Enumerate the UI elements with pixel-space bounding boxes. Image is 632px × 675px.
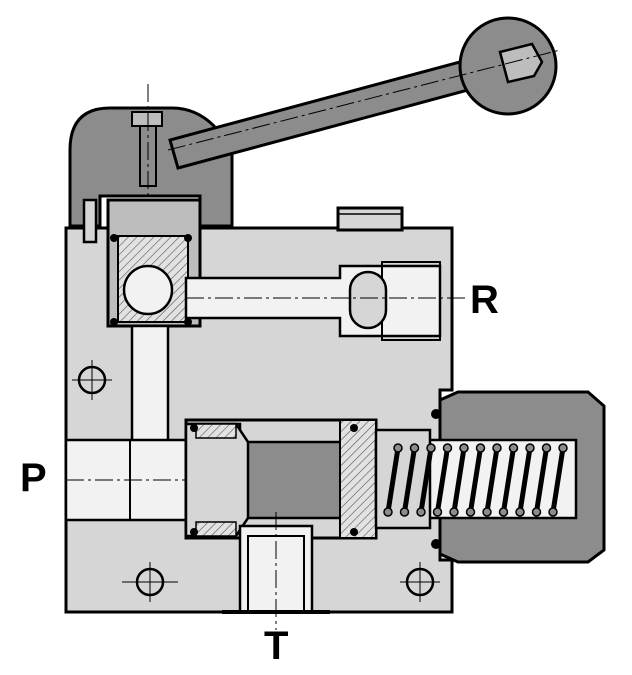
spring-coil [451, 445, 467, 515]
mounting-hole-top-left [72, 360, 112, 400]
spring-coil [501, 445, 516, 515]
spring-coil-top [475, 443, 486, 453]
spring-coil-bottom [399, 507, 410, 517]
selector-cartridge [106, 198, 202, 328]
spring-coil [402, 445, 417, 515]
spring-coil-bottom [531, 507, 542, 517]
spring-coil [484, 445, 500, 515]
spring-coil-bottom [383, 507, 393, 517]
spring-coil [534, 445, 549, 515]
spring-coil-bottom [416, 507, 426, 517]
spring-coil-bottom [465, 507, 476, 517]
spring-coil-bottom [449, 507, 459, 517]
spring-coil-top [541, 443, 552, 453]
spring-coil-top [558, 443, 568, 453]
spring-coil-bottom [498, 507, 509, 517]
lever [167, 16, 561, 170]
spring-coil-bottom [482, 507, 492, 517]
bore-t [238, 524, 314, 614]
relief-spool [184, 418, 378, 540]
r-port-seat [348, 270, 388, 330]
mounting-hole-bottom-left [122, 562, 178, 602]
top-plug [336, 206, 404, 232]
port-label-t: T [264, 624, 289, 668]
spring-coil [468, 445, 483, 515]
lever-tip [498, 42, 544, 84]
spring-coil-top [442, 443, 453, 453]
spring-coil-bottom [432, 507, 443, 517]
mounting-hole-bottom-right [400, 562, 440, 602]
spring-coil-top [525, 443, 535, 453]
spring-coil [385, 445, 401, 515]
spring-coil [517, 445, 533, 515]
spring-coil-top [393, 443, 403, 453]
spring-coil [435, 445, 450, 515]
spring-coil-top [508, 443, 519, 453]
port-label-p: P [20, 456, 47, 500]
spring-coil [418, 445, 434, 515]
spring-coil-bottom [515, 507, 525, 517]
locking-pin [82, 198, 98, 244]
spring-coil-bottom [548, 507, 558, 517]
spring-coil-top [459, 443, 469, 453]
coil-spring [383, 443, 568, 517]
port-label-r: R [470, 278, 499, 322]
spring-coil-top [492, 443, 502, 453]
spring-coil [550, 445, 566, 515]
spring-coil-top [426, 443, 436, 453]
spring-coil-top [409, 443, 420, 453]
vertical-passage [130, 324, 170, 452]
